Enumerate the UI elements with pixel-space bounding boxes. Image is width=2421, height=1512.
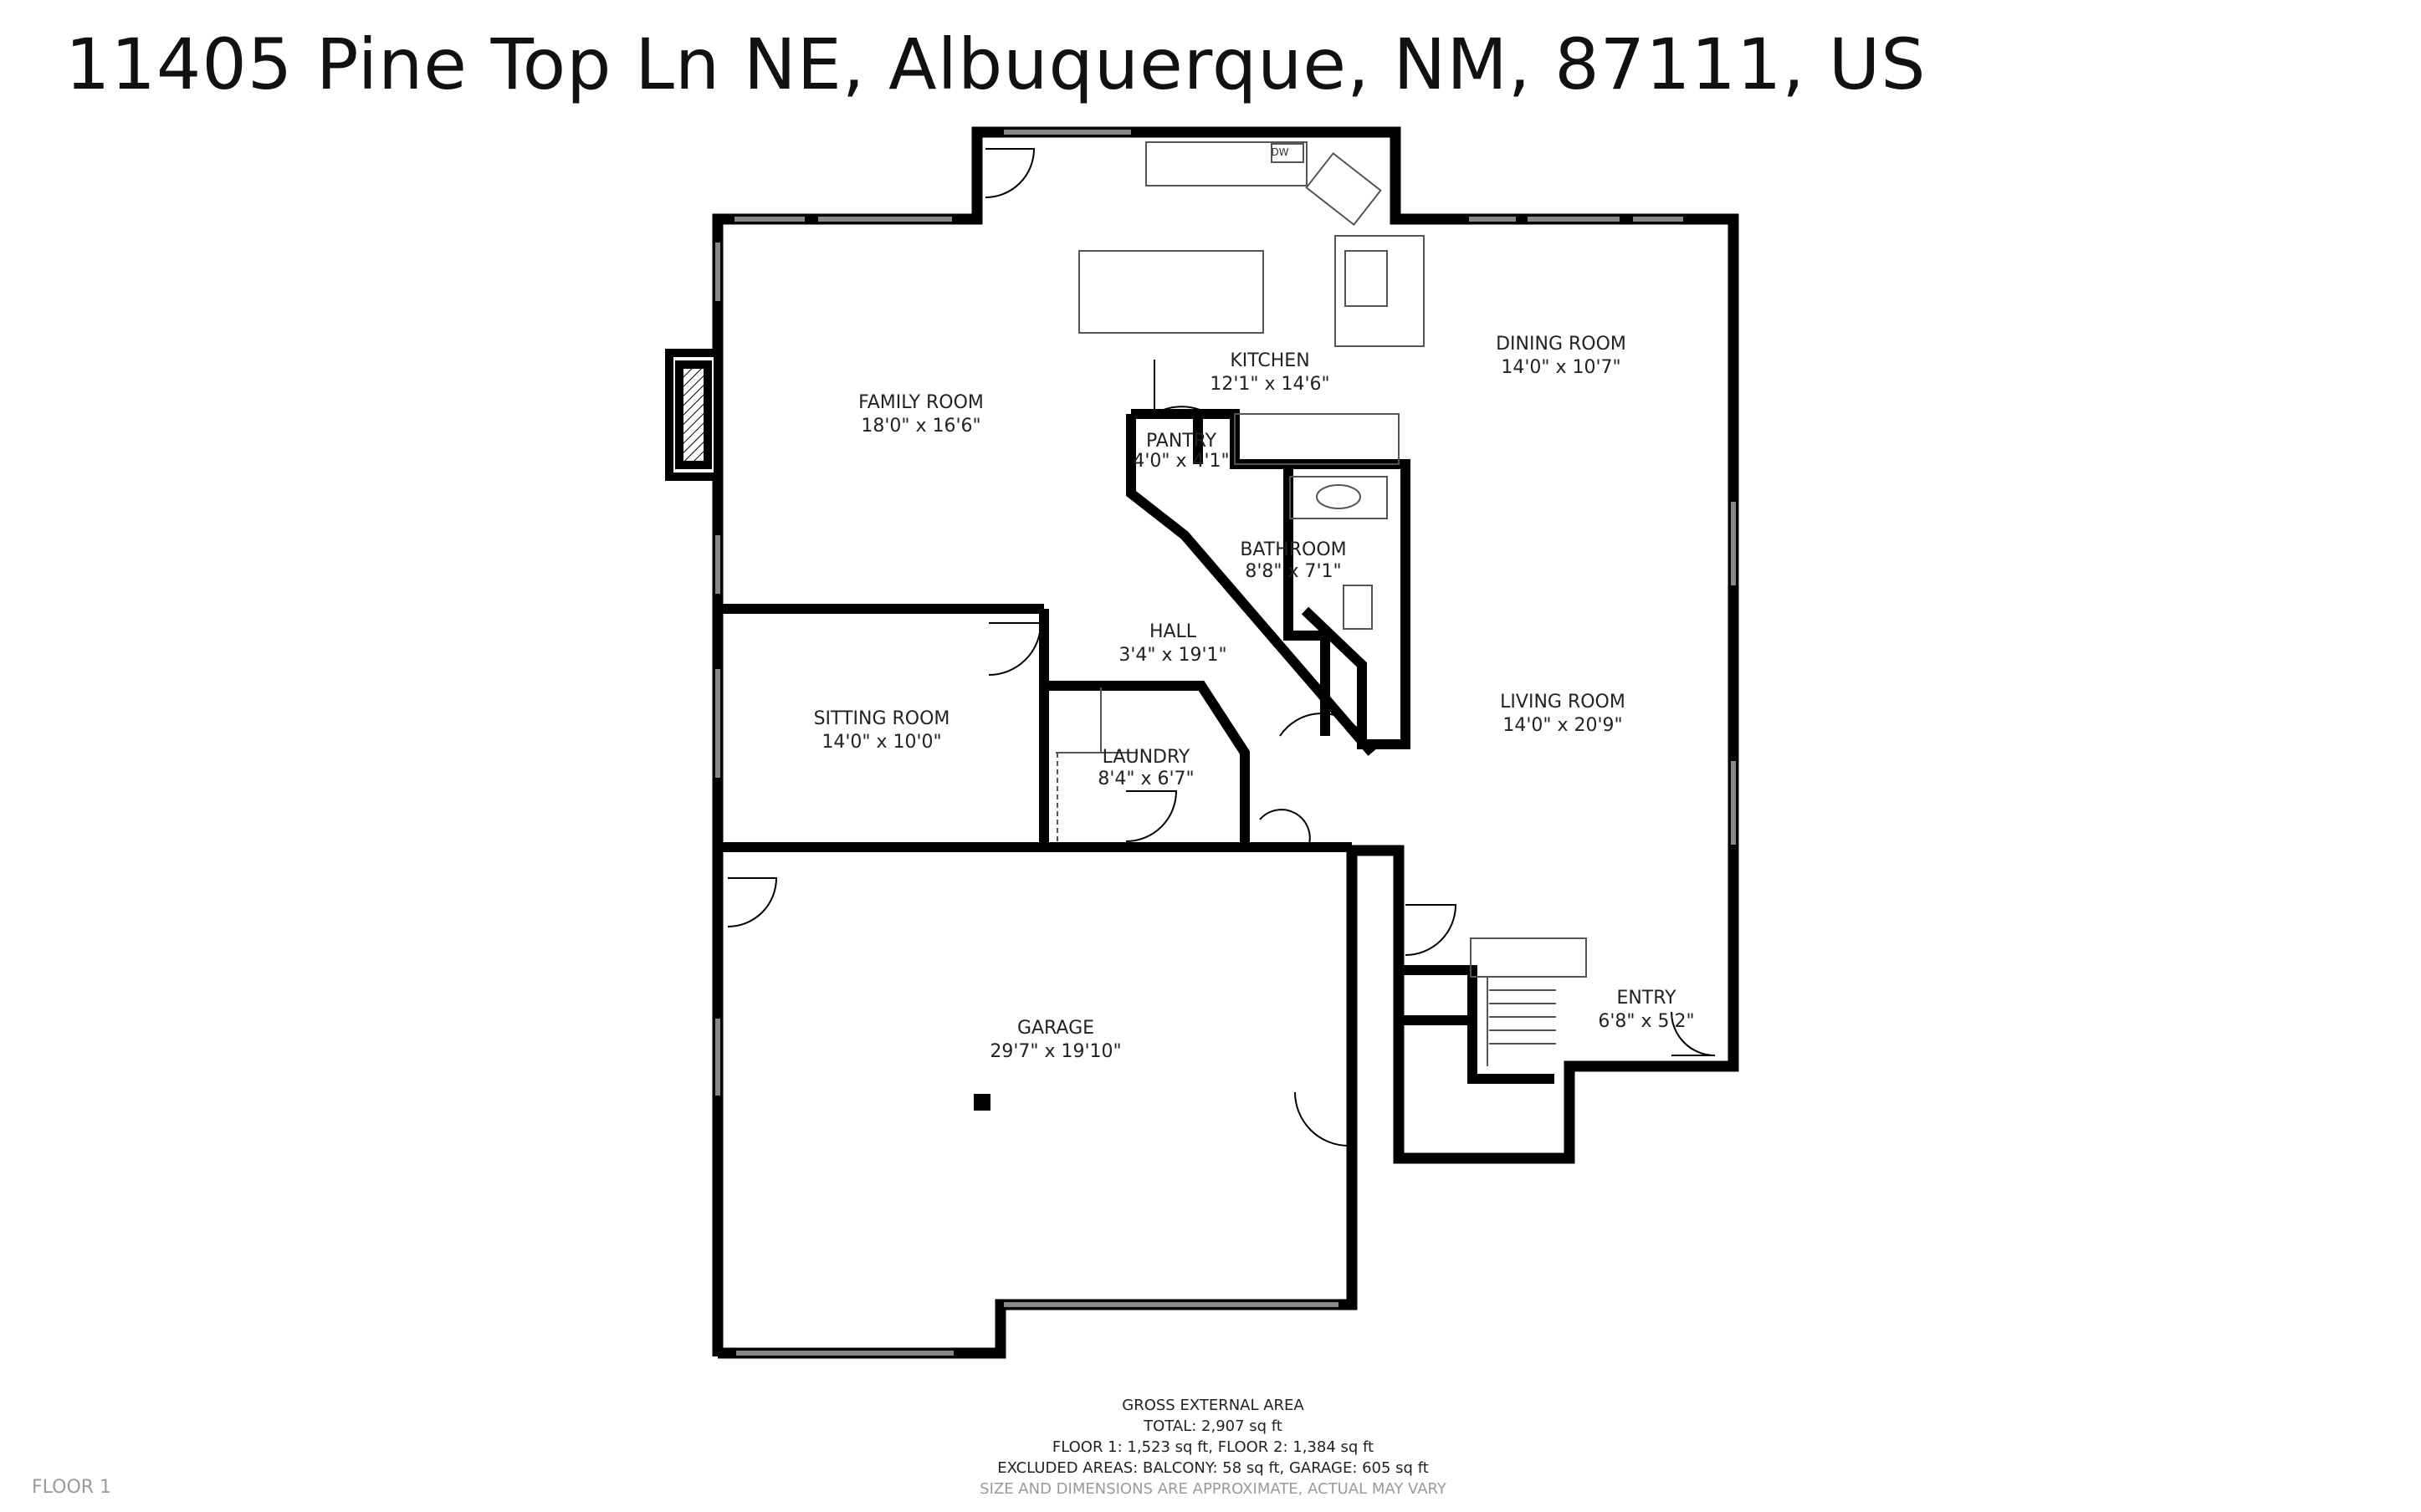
area-summary: GROSS EXTERNAL AREA TOTAL: 2,907 sq ft F… — [837, 1395, 1589, 1499]
area-heading: GROSS EXTERNAL AREA — [1122, 1397, 1304, 1414]
garage-column — [974, 1094, 990, 1111]
sitting-room-dims: 14'0" x 10'0" — [822, 732, 941, 753]
laundry-name: LAUNDRY — [1103, 747, 1190, 768]
fireplace — [665, 349, 722, 481]
bathroom-name: BATHROOM — [1240, 539, 1346, 560]
doors — [727, 148, 1716, 1147]
kitchen-fixtures — [1056, 141, 1587, 1066]
sitting-room-name: SITTING ROOM — [814, 708, 950, 729]
bathroom-dims: 8'8" x 7'1" — [1245, 561, 1341, 582]
hall-dims: 3'4" x 19'1" — [1118, 645, 1226, 666]
entry-dims: 6'8" x 5'2" — [1598, 1011, 1694, 1032]
dining-room-dims: 14'0" x 10'7" — [1501, 357, 1620, 378]
pantry-name: PANTRY — [1146, 431, 1217, 452]
garage-name: GARAGE — [1017, 1018, 1094, 1039]
family-room-name: FAMILY ROOM — [858, 392, 984, 413]
living-room-name: LIVING ROOM — [1500, 692, 1625, 713]
laundry-dims: 8'4" x 6'7" — [1098, 769, 1194, 789]
living-room-dims: 14'0" x 20'9" — [1502, 715, 1622, 736]
area-floors: FLOOR 1: 1,523 sq ft, FLOOR 2: 1,384 sq … — [1052, 1438, 1374, 1456]
garage-dims: 29'7" x 19'10" — [990, 1041, 1121, 1062]
area-excluded: EXCLUDED AREAS: BALCONY: 58 sq ft, GARAG… — [997, 1459, 1429, 1477]
family-room-dims: 18'0" x 16'6" — [861, 416, 980, 437]
entry-name: ENTRY — [1616, 988, 1676, 1009]
floor-label: FLOOR 1 — [32, 1477, 112, 1498]
hall-name: HALL — [1149, 621, 1197, 642]
windows — [715, 130, 1736, 1356]
kitchen-name: KITCHEN — [1230, 350, 1309, 371]
interior-walls — [718, 409, 1554, 1084]
area-total: TOTAL: 2,907 sq ft — [1144, 1418, 1282, 1435]
page-title: 11405 Pine Top Ln NE, Albuquerque, NM, 8… — [65, 23, 1927, 105]
area-disclaimer: SIZE AND DIMENSIONS ARE APPROXIMATE, ACT… — [980, 1480, 1446, 1498]
dining-room-name: DINING ROOM — [1496, 334, 1626, 355]
room-labels: FAMILY ROOM 18'0" x 16'6" KITCHEN 12'1" … — [814, 334, 1695, 1062]
kitchen-dims: 12'1" x 14'6" — [1210, 374, 1329, 395]
dishwasher-label: DW — [1271, 146, 1288, 158]
kitchen-island — [1078, 250, 1264, 334]
pantry-dims: 4'0" x 4'1" — [1133, 451, 1229, 472]
